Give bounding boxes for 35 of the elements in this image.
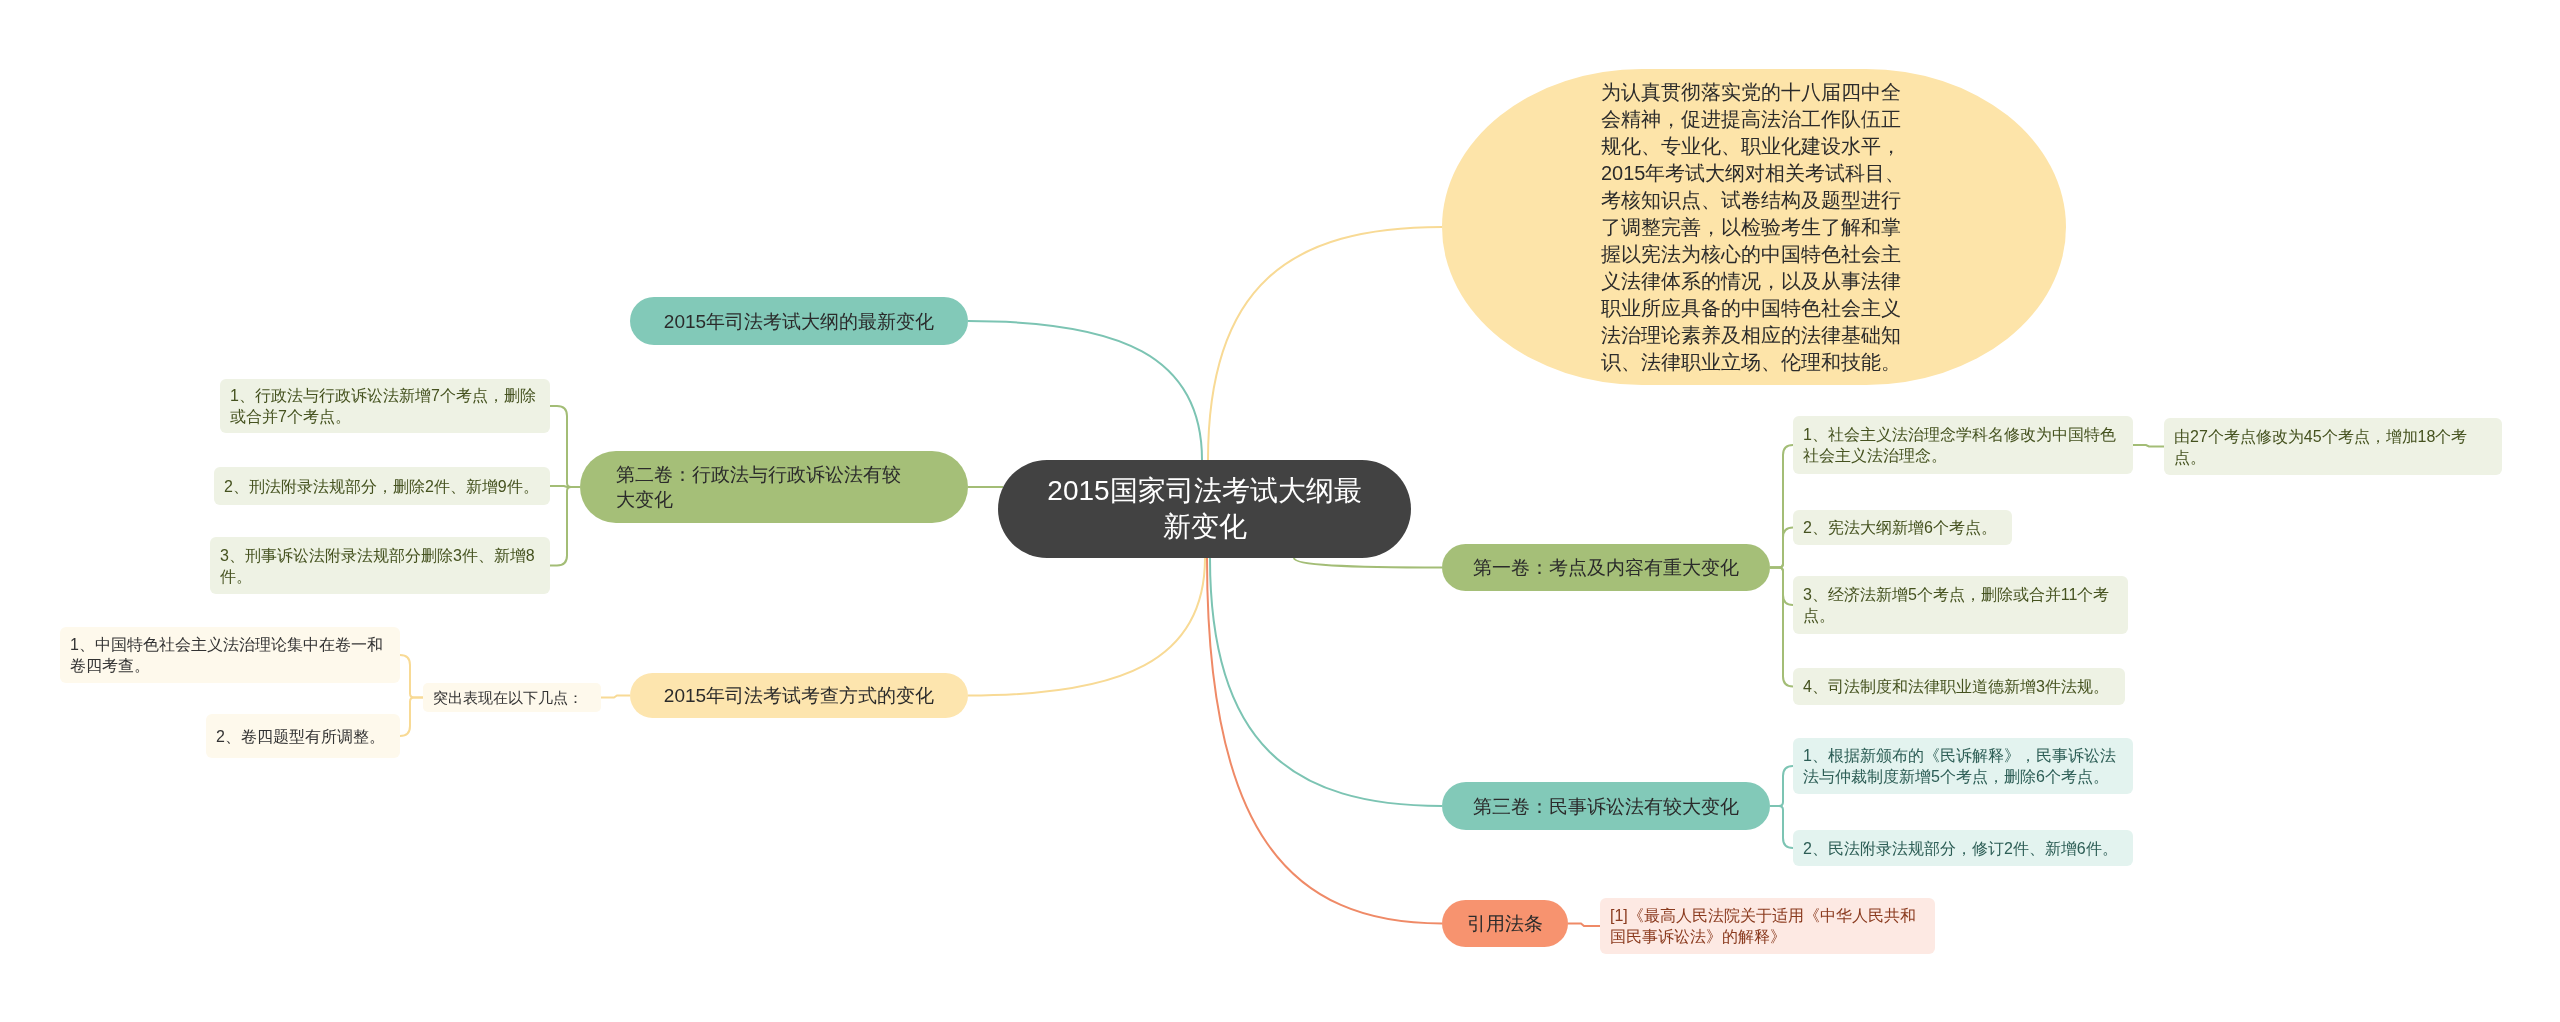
branch-topic: 引用法条	[1442, 900, 1568, 947]
connector-line	[967, 486, 1005, 488]
branch-topic: 第二卷：行政法与行政诉讼法有较大变化	[580, 451, 968, 523]
central-topic: 2015国家司法考试大纲最新变化	[998, 460, 1411, 558]
subtopic-card: 4、司法制度和法律职业道德新增3件法规。	[1793, 668, 2125, 705]
topic-bubble: 为认真贯彻落实党的十八届四中全会精神，促进提高法治工作队伍正规化、专业化、职业化建设水平，2015年考试大纲对相关考试科目、考核知识点、试卷结构及题型进行了调整完善，以检验考生了解和掌握以宪法为核心的中国特色社会主义法律体系的情况，以及从事法律职业所应具备的中国特色社会主义法治理论素养及相应的法律基础知识、法律职业立场、伦理和技能。	[1442, 69, 2066, 385]
connector-line	[1209, 557, 1443, 807]
subtopic-card: 2、宪法大纲新增6个考点。	[1793, 510, 2012, 545]
subtopic-card: 突出表现在以下几点：	[423, 683, 601, 712]
connector-line	[1207, 226, 1443, 461]
subtopic-card: 3、刑事诉讼法附录法规部分删除3件、新增8件。	[210, 537, 550, 594]
connector-line	[1769, 566, 1794, 688]
connector-line	[967, 320, 1203, 461]
branch-topic: 2015年司法考试考查方式的变化	[630, 673, 968, 718]
connector-line	[1293, 557, 1443, 569]
connector-line	[967, 557, 1206, 697]
subtopic-card: 1、中国特色社会主义法治理论集中在卷一和卷四考查。	[60, 627, 400, 683]
connector-line	[399, 696, 424, 737]
connector-line	[1567, 922, 1601, 927]
subtopic-card: 3、经济法新增5个考点，删除或合并11个考点。	[1793, 576, 2128, 634]
branch-topic: 2015年司法考试大纲的最新变化	[630, 297, 968, 345]
branch-topic: 第一卷：考点及内容有重大变化	[1442, 544, 1770, 591]
subtopic-card: 1、行政法与行政诉讼法新增7个考点，删除或合并7个考点。	[220, 379, 550, 433]
subtopic-card: 2、卷四题型有所调整。	[206, 714, 400, 758]
branch-topic: 第三卷：民事诉讼法有较大变化	[1442, 782, 1770, 830]
connector-line	[600, 694, 631, 699]
subtopic-card: 1、根据新颁布的《民诉解释》，民事诉讼法法与仲裁制度新增5个考点，删除6个考点。	[1793, 738, 2133, 794]
subtopic-card: 由27个考点修改为45个考点，增加18个考点。	[2164, 418, 2502, 475]
connector-line	[2132, 444, 2165, 448]
subtopic-card: [1]《最高人民法院关于适用《中华人民共和国民事诉讼法》的解释》	[1600, 898, 1935, 954]
connector-line	[1206, 557, 1443, 925]
subtopic-card: 2、刑法附录法规部分，删除2件、新增9件。	[214, 467, 550, 505]
connector-line	[1769, 805, 1794, 849]
subtopic-card: 2、民法附录法规部分，修订2件、新增6件。	[1793, 830, 2133, 866]
subtopic-card: 1、社会主义法治理念学科名修改为中国特色社会主义法治理念。	[1793, 416, 2133, 474]
